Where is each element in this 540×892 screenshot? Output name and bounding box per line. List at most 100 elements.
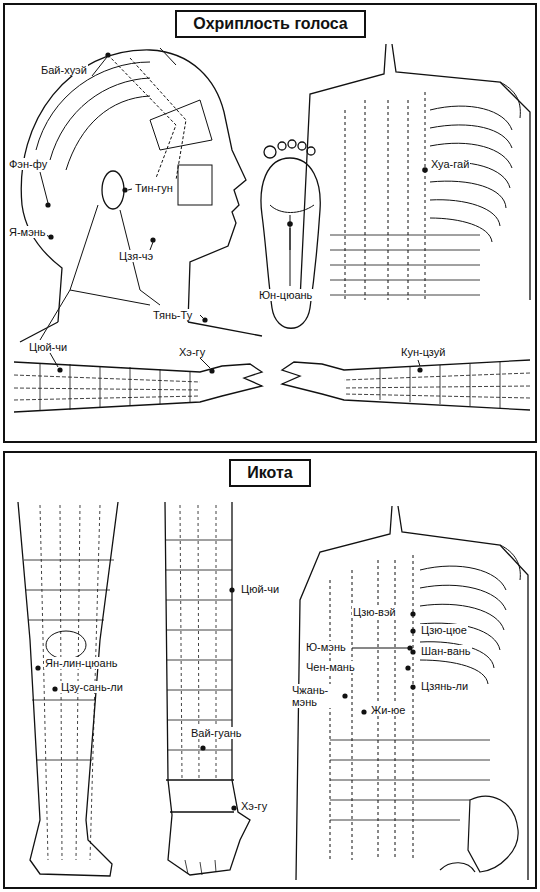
pelvis xyxy=(468,796,518,872)
grid-line xyxy=(14,375,200,400)
torso-outline xyxy=(300,44,530,300)
knee xyxy=(46,631,86,659)
point-label: Кун-цзуй xyxy=(400,346,446,358)
arm-outline xyxy=(14,362,262,412)
point-label: Тянь-Ту xyxy=(152,309,193,321)
drawing-part xyxy=(231,805,236,810)
point-dot xyxy=(35,665,57,691)
drawing-part xyxy=(122,187,127,192)
face-zone xyxy=(178,165,212,205)
rib xyxy=(420,566,506,684)
point-label: Ян-лин-цюань xyxy=(44,657,118,669)
drawing-part xyxy=(57,367,62,372)
drawing-part xyxy=(410,628,415,633)
meridian-line xyxy=(40,205,160,340)
drawing-part xyxy=(361,709,366,714)
point-label: Цзянь-ли xyxy=(420,680,469,692)
point-label: Хэ-гу xyxy=(240,800,268,812)
arm-figure xyxy=(14,353,530,412)
drawing-part xyxy=(342,693,347,698)
point-label: Цзю-вэй xyxy=(352,606,397,618)
face-zone xyxy=(150,100,212,150)
torso-figure xyxy=(300,44,530,300)
point-dot xyxy=(45,52,207,322)
head-figure xyxy=(20,48,262,342)
drawing-part xyxy=(229,587,234,592)
point-label: Юн-цюань xyxy=(258,289,313,301)
drawing-part xyxy=(209,368,214,373)
head-outline xyxy=(21,50,246,322)
point-label: Цюй-чи xyxy=(28,341,68,353)
foot-outline xyxy=(261,158,320,328)
point-label: Ю-мэнь xyxy=(305,641,347,653)
neck-outline xyxy=(22,205,62,322)
drawing-part xyxy=(264,146,276,158)
drawing-part xyxy=(35,665,40,670)
meridian-line xyxy=(345,92,425,300)
grid-line xyxy=(344,373,530,398)
meridian-line xyxy=(330,555,413,860)
meridian-line xyxy=(160,48,176,65)
panel-title: Охриплость голоса xyxy=(191,15,350,33)
grid-line xyxy=(330,235,480,295)
point-label: Цзу-сань-ли xyxy=(60,681,124,693)
title-box: Икота xyxy=(229,459,311,487)
drawing-part xyxy=(278,142,286,150)
drawing-part xyxy=(410,649,415,654)
drawing-part xyxy=(298,142,306,150)
grid-line xyxy=(166,540,232,750)
rib xyxy=(430,106,512,242)
finger-line xyxy=(185,860,216,875)
drawing-part xyxy=(202,317,207,322)
point-dot xyxy=(200,587,236,810)
drawing-part xyxy=(200,745,205,750)
point-label: Вай-гуань xyxy=(190,727,243,739)
panel-frame xyxy=(4,452,536,888)
point-label: Хэ-гу xyxy=(178,346,206,358)
point-dot xyxy=(422,167,428,173)
leader-line xyxy=(50,353,420,368)
arm-outline xyxy=(282,360,530,410)
drawing-part xyxy=(288,140,296,148)
point-label: Бай-хуэй xyxy=(40,64,88,76)
shoulder-joint xyxy=(500,545,520,580)
point-label: Цзя-чэ xyxy=(118,250,154,262)
drawing-part xyxy=(48,234,53,239)
grid-line xyxy=(380,362,500,408)
point-label: Чен-мань xyxy=(305,661,356,673)
drawing-part xyxy=(410,684,415,689)
drawing-part xyxy=(105,52,110,57)
forearm-figure xyxy=(165,502,250,875)
point-label: Чжань-мэнь xyxy=(291,684,339,708)
point-dot xyxy=(287,221,293,227)
drawing-part xyxy=(307,147,315,155)
point-label: Фэн-фу xyxy=(8,158,48,170)
point-label: Жи-юе xyxy=(370,704,406,716)
ear xyxy=(102,171,124,209)
point-label: Цюй-чи xyxy=(240,583,280,595)
title-box: Охриплость голоса xyxy=(175,10,366,38)
meridian-line xyxy=(36,62,150,170)
leader-line xyxy=(352,648,408,649)
point-label: Тин-гун xyxy=(134,182,174,194)
shoulder-joint xyxy=(500,82,520,118)
leader-line xyxy=(40,57,203,318)
wrist-line xyxy=(166,780,234,812)
drawing-part xyxy=(410,611,415,616)
point-label: Хуа-гай xyxy=(430,158,470,170)
drawing-part xyxy=(405,665,410,670)
panel-frame xyxy=(4,4,536,442)
panel-title: Икота xyxy=(245,464,295,482)
grid-line xyxy=(40,363,190,411)
arm-outline xyxy=(165,502,250,875)
drawing-part xyxy=(45,202,50,207)
leader-line xyxy=(290,228,291,286)
meridian-line xyxy=(108,55,186,180)
shoulder-line xyxy=(20,322,262,342)
point-label: Я-мэнь xyxy=(8,226,47,238)
pelvis xyxy=(440,863,475,872)
point-label: Шан-вань xyxy=(420,645,472,657)
drawing-part xyxy=(52,686,57,691)
point-label: Цзю-цюе xyxy=(420,624,468,636)
